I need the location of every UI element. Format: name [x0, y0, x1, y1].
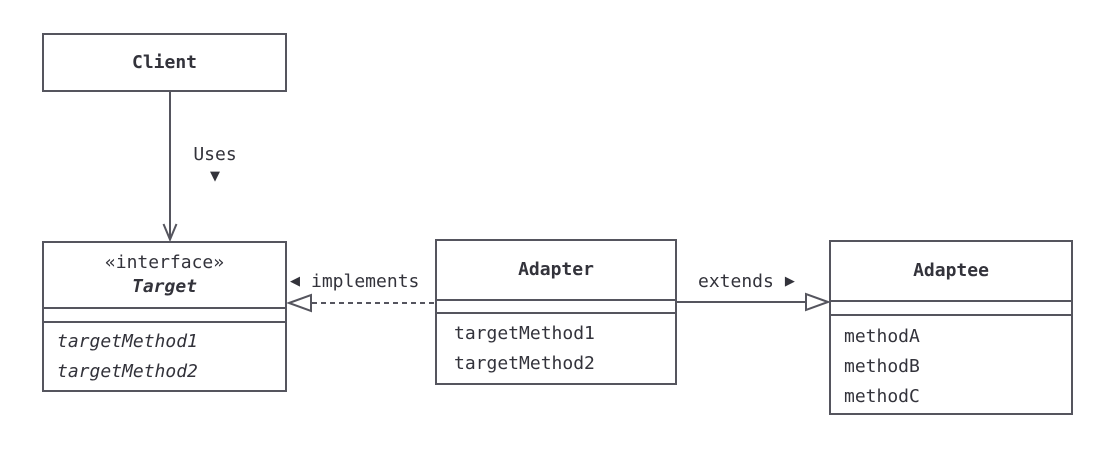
implements-realization-arrow — [286, 293, 435, 313]
class-box-client: Client — [42, 33, 287, 92]
class-box-target: «interface» Target targetMethod1 targetM… — [42, 241, 287, 392]
left-triangle-icon: ◀ — [290, 273, 300, 289]
adaptee-method: methodC — [844, 386, 920, 407]
uses-association-arrow — [162, 92, 178, 243]
adaptee-method: methodB — [844, 356, 920, 377]
extends-label-text: extends — [698, 270, 774, 292]
class-name-adapter: Adapter — [518, 259, 594, 280]
extends-label: extends ▶ — [698, 268, 795, 294]
client-name-compartment: Client — [44, 51, 285, 75]
target-name-compartment: «interface» Target — [44, 243, 285, 307]
adapter-methods-compartment: targetMethod1 targetMethod2 — [437, 312, 675, 383]
target-methods-compartment: targetMethod1 targetMethod2 — [44, 321, 285, 390]
target-method: targetMethod2 — [57, 361, 198, 382]
class-name-target: Target — [131, 276, 198, 297]
class-box-adapter: Adapter targetMethod1 targetMethod2 — [435, 239, 677, 385]
adapter-method: targetMethod2 — [454, 353, 595, 374]
uses-label: Uses ▼ — [188, 144, 242, 183]
adaptee-name-compartment: Adaptee — [831, 242, 1071, 300]
implements-label: ◀ implements — [290, 268, 419, 294]
class-name-client: Client — [131, 51, 198, 73]
adaptee-attributes-compartment — [831, 300, 1071, 314]
target-method: targetMethod1 — [57, 331, 198, 352]
adapter-name-compartment: Adapter — [437, 241, 675, 299]
class-name-adaptee: Adaptee — [913, 260, 989, 281]
adaptee-methods-compartment: methodA methodB methodC — [831, 314, 1071, 413]
extends-generalization-arrow — [677, 292, 831, 312]
class-box-adaptee: Adaptee methodA methodB methodC — [829, 240, 1073, 415]
target-stereotype: «interface» — [104, 252, 225, 273]
target-attributes-compartment — [44, 307, 285, 321]
adaptee-method: methodA — [844, 326, 920, 347]
adapter-attributes-compartment — [437, 299, 675, 312]
implements-label-text: implements — [311, 270, 420, 292]
uses-label-text: Uses — [193, 144, 237, 165]
right-triangle-icon: ▶ — [784, 273, 795, 289]
adapter-method: targetMethod1 — [454, 323, 595, 344]
down-triangle-icon: ▼ — [210, 169, 220, 184]
